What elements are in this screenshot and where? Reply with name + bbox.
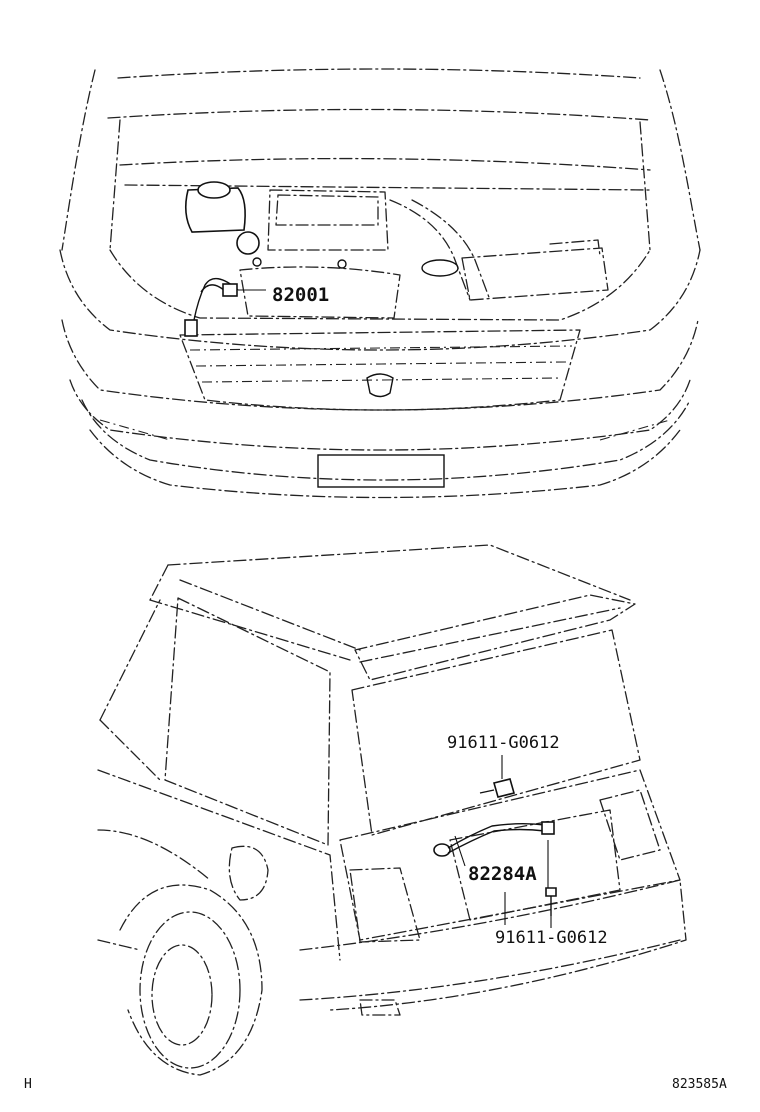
callout-harness-82284a: 82284A — [468, 863, 537, 885]
callout-82001: 82001 — [272, 284, 329, 306]
callout-bolt-upper: 91611-G0612 — [447, 733, 560, 753]
callout-bolt-lower: 91611-G0612 — [495, 928, 608, 948]
front-view-illustration — [59, 68, 701, 499]
illustration-id: 823585A — [672, 1077, 727, 1092]
rear-view-illustration — [97, 544, 687, 1076]
footer-left-mark: H — [24, 1077, 32, 1092]
